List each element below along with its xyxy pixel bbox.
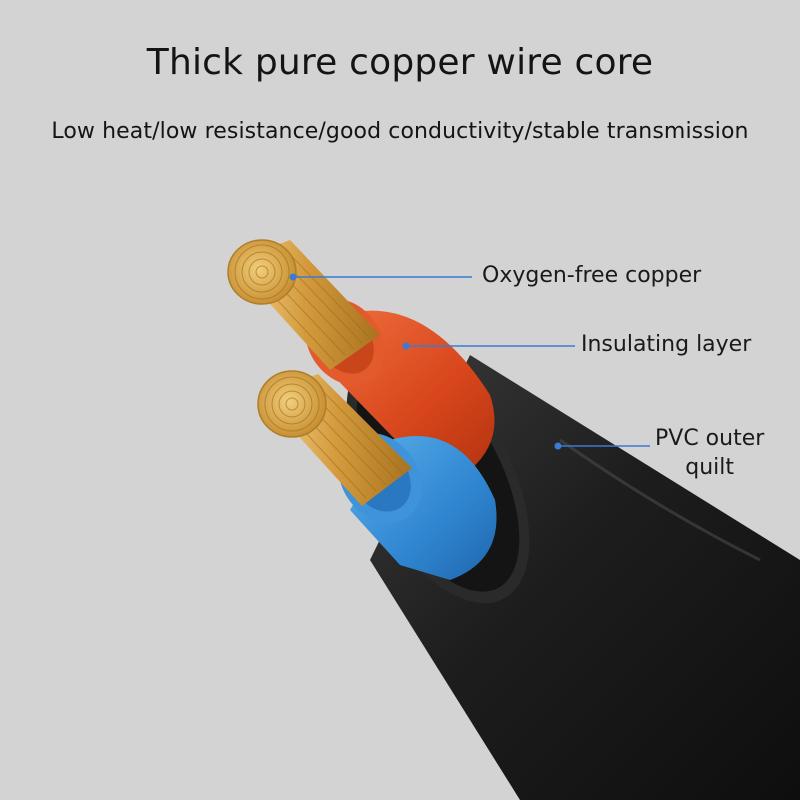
label-oxygen-free-copper: Oxygen-free copper <box>482 263 702 288</box>
label-pvc-line2: quilt <box>685 455 735 480</box>
label-pvc-outer-quilt: PVC outer quilt <box>655 424 764 482</box>
page-title: Thick pure copper wire core <box>146 42 654 83</box>
copper-strands-bottom <box>257 370 412 506</box>
label-pvc-line1: PVC outer <box>655 426 765 451</box>
copper-strands-top <box>227 239 380 370</box>
leader-lines <box>289 273 650 450</box>
label-insulating-layer: Insulating layer <box>581 332 752 357</box>
page-subtitle: Low heat/low resistance/good conductivit… <box>51 119 749 144</box>
